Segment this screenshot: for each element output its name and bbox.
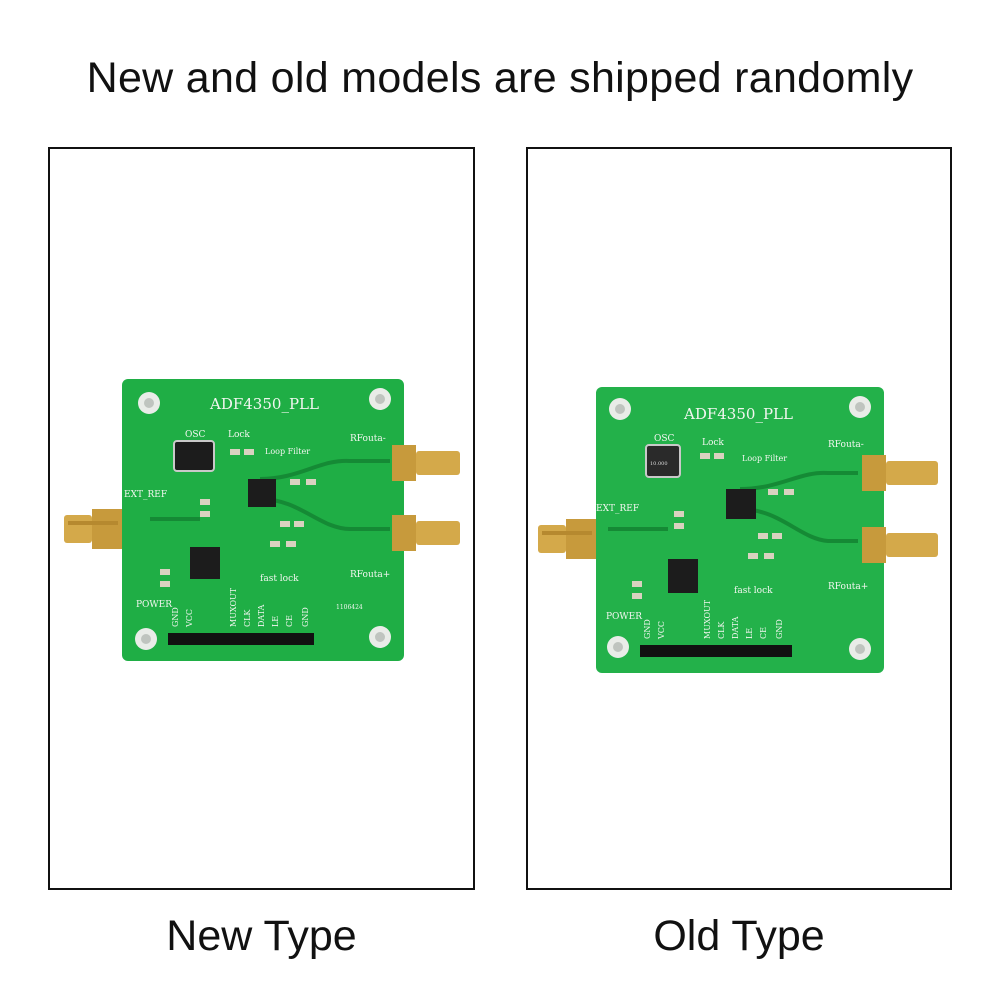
pin-label: VCC (185, 609, 194, 628)
loop-filter-label: Loop Filter (742, 454, 787, 463)
board-title: ADF4350_PLL (209, 395, 319, 413)
rf-plus-sma-connector (862, 527, 938, 563)
board-title: ADF4350_PLL (683, 405, 793, 423)
fast-lock-label: fast lock (734, 586, 773, 596)
rf-minus-label: RFouta- (350, 434, 386, 444)
rf-minus-sma-connector (392, 445, 460, 481)
serial-number: 1106424 (336, 604, 363, 611)
mounting-hole (609, 398, 631, 420)
rf-plus-sma-connector (392, 515, 460, 551)
ext-ref-sma-connector (538, 519, 596, 559)
voltage-regulator (668, 559, 698, 593)
lock-label: Lock (228, 430, 250, 440)
pin-header (168, 633, 314, 645)
mounting-hole (849, 638, 871, 660)
pin-label: GND (775, 619, 784, 639)
pin-label: LE (271, 616, 280, 627)
ext-ref-label: EXT_REF (596, 504, 639, 514)
lock-label: Lock (702, 438, 724, 448)
headline: New and old models are shipped randomly (86, 54, 914, 102)
mounting-hole (369, 388, 391, 410)
power-label: POWER (136, 600, 172, 610)
power-label: POWER (606, 612, 642, 622)
pin-label: VCC (657, 621, 666, 640)
mounting-hole (607, 636, 629, 658)
fast-lock-label: fast lock (260, 574, 299, 584)
ext-ref-sma-connector (64, 509, 122, 549)
pin-label: GND (301, 607, 310, 627)
pin-label: CLK (243, 609, 252, 627)
rf-minus-label: RFouta- (828, 440, 864, 450)
rf-minus-sma-connector (862, 455, 938, 491)
ext-ref-label: EXT_REF (124, 490, 167, 500)
pll-chip (726, 489, 756, 519)
pin-label: DATA (731, 616, 740, 639)
pin-label: MUXOUT (703, 599, 712, 639)
pin-label: CLK (717, 621, 726, 639)
pin-label: GND (643, 619, 652, 639)
rf-plus-label: RFouta+ (350, 570, 390, 580)
old-type-panel: ADF4350_PLL OSC Lock Loop Filter RFouta-… (526, 147, 952, 890)
voltage-regulator (190, 547, 220, 579)
old-type-board-photo: ADF4350_PLL OSC Lock Loop Filter RFouta-… (538, 387, 938, 673)
pin-header (640, 645, 792, 657)
mounting-hole (369, 626, 391, 648)
osc-marking: 10.000 (650, 461, 668, 467)
osc-label: OSC (185, 430, 206, 440)
mounting-hole (138, 392, 160, 414)
pin-label: MUXOUT (229, 587, 238, 627)
oscillator-chip (645, 444, 681, 478)
pin-label: CE (285, 615, 294, 627)
new-type-caption: New Type (166, 912, 357, 960)
new-type-board-photo: ADF4350_PLL OSC Lock Loop Filter RFouta-… (64, 379, 460, 661)
pin-label: LE (745, 628, 754, 639)
pin-label: GND (171, 607, 180, 627)
old-type-caption: Old Type (653, 912, 825, 960)
pin-label: DATA (257, 604, 266, 627)
pin-label: CE (759, 627, 768, 639)
mounting-hole (135, 628, 157, 650)
pin-labels: GND VCC MUXOUT CLK DATA LE CE GND (171, 587, 310, 628)
rf-plus-label: RFouta+ (828, 582, 868, 592)
pin-labels: GND VCC MUXOUT CLK DATA LE CE GND (643, 599, 784, 640)
osc-label: OSC (654, 434, 675, 444)
new-type-panel: ADF4350_PLL OSC Lock Loop Filter RFouta-… (48, 147, 475, 890)
mounting-hole (849, 396, 871, 418)
loop-filter-label: Loop Filter (265, 447, 310, 456)
oscillator-chip (173, 440, 215, 472)
pll-chip (248, 479, 276, 507)
